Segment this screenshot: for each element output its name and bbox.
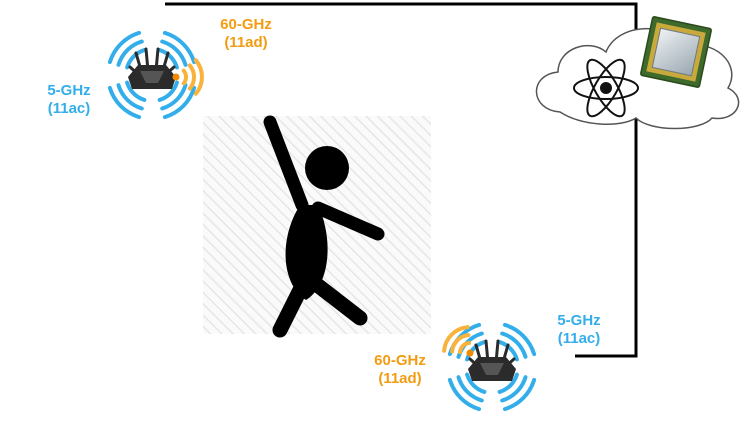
wifi-router-icon [466,339,516,381]
5ghz-wave-icon-sw [107,80,147,120]
router-top-left [107,30,204,120]
5ghz-wave-icon-sw [447,372,487,412]
5ghz-wave-icon-ne [497,322,537,362]
top-router-60ghz-std: (11ad) [224,34,268,51]
wifi-router-icon [128,47,180,89]
router-bottom-right [442,322,537,412]
5ghz-wave-icon-se [157,80,197,120]
5ghz-wave-icon-se [497,372,537,412]
60ghz-wave-icon [181,58,204,96]
cloud-server [535,16,740,130]
5ghz-wave-icon-nw [107,30,147,70]
cpu-chip-icon [640,16,712,88]
5ghz-wave-icon-ne [157,30,197,70]
top-router-60ghz-freq: 60-GHz [220,16,272,33]
60ghz-wave-icon [442,325,472,355]
atom-icon [573,58,639,118]
bottom-router-60ghz-label: 60-GHz (11ad) [361,352,439,388]
bottom-router-5ghz-freq: 5-GHz [557,312,601,329]
bottom-router-5ghz-label: 5-GHz (11ac) [544,312,614,348]
top-router-5ghz-label: 5-GHz (11ac) [34,82,104,118]
bottom-router-5ghz-std: (11ac) [557,330,601,347]
top-router-5ghz-std: (11ac) [47,100,91,117]
top-router-5ghz-freq: 5-GHz [47,82,91,99]
bottom-router-60ghz-freq: 60-GHz [374,352,426,369]
top-router-60ghz-label: 60-GHz (11ad) [207,16,285,52]
dancing-person-icon [263,115,385,338]
bottom-router-60ghz-std: (11ad) [378,370,422,387]
